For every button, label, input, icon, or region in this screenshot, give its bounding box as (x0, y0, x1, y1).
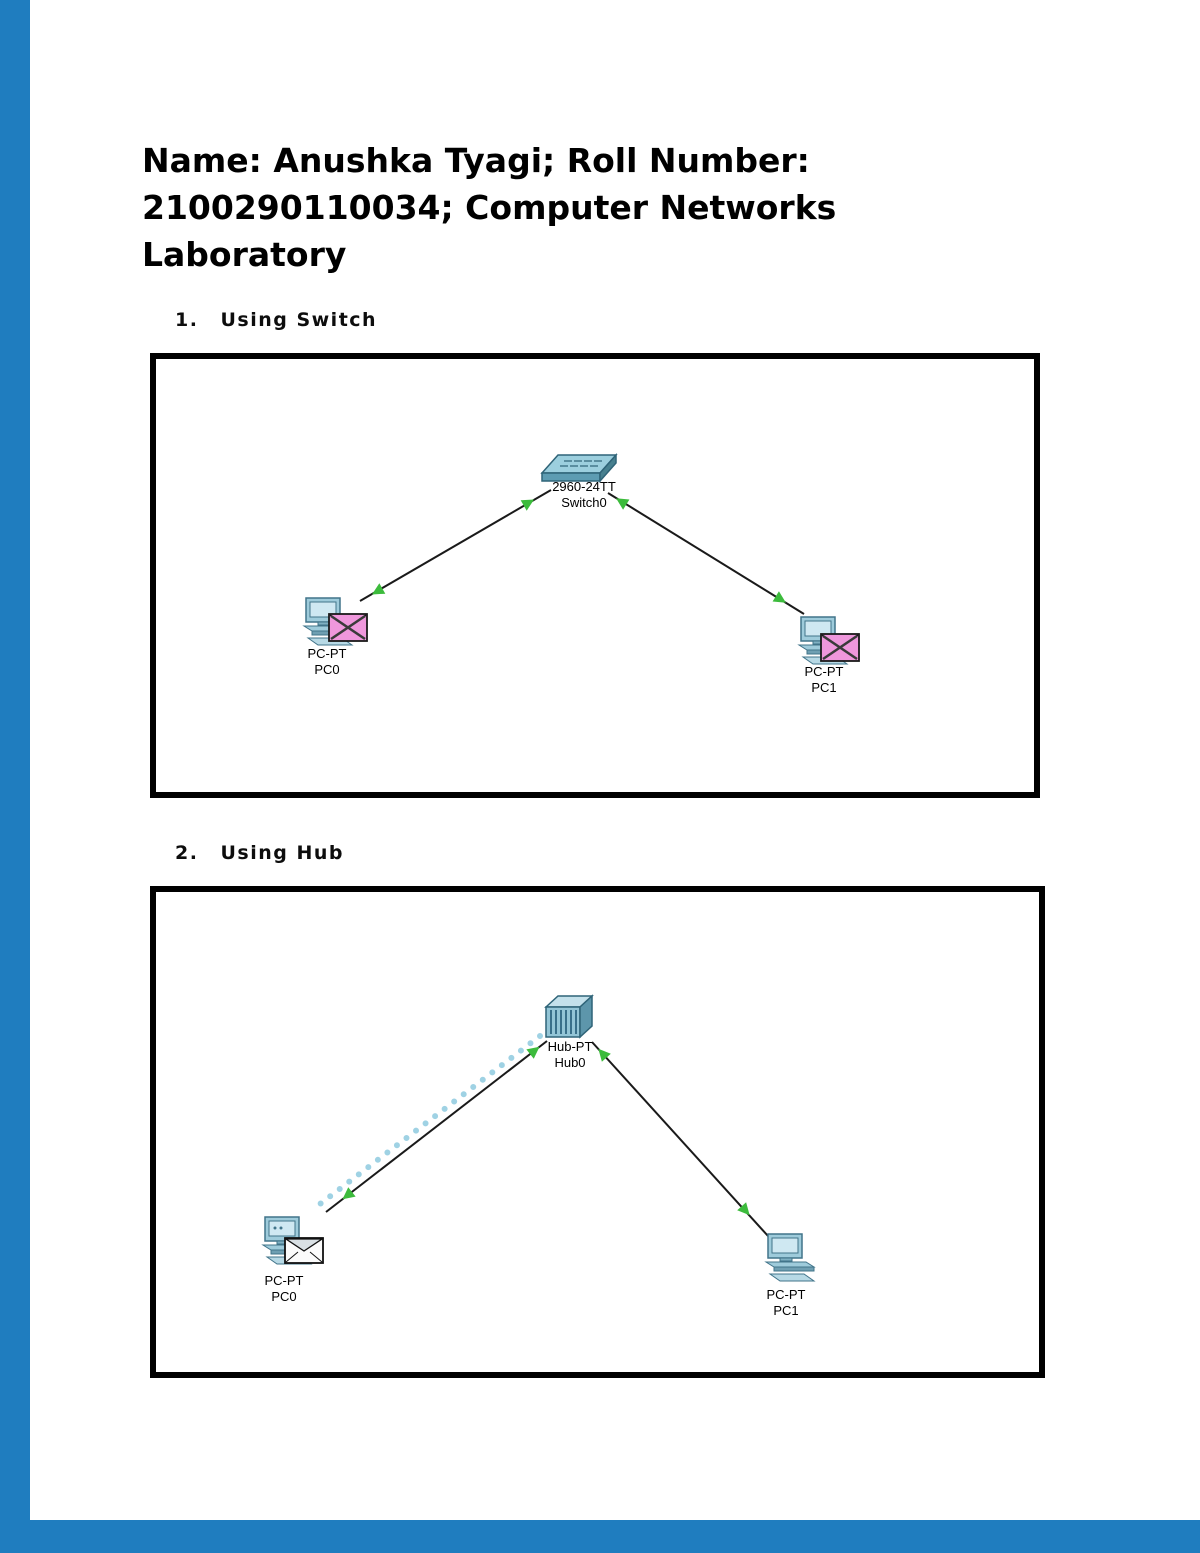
page-title-line: Name: Anushka Tyagi; Roll Number: (142, 141, 810, 180)
link-line-hub-pc1 (591, 1040, 769, 1237)
pc-name-label: PC1 (773, 1302, 799, 1318)
list-number: 2. (175, 841, 199, 864)
switch-label: 2960-24TT Switch0 (552, 479, 616, 511)
hub-label: Hub-PT Hub0 (548, 1039, 593, 1071)
hub-name-label: Hub0 (554, 1054, 586, 1070)
packet-trail-dots (317, 1032, 543, 1207)
pc-model-label: PC-PT (804, 663, 844, 679)
hub-model-label: Hub-PT (547, 1038, 593, 1054)
pdu-envelope-icon (284, 1236, 324, 1264)
pc-model-label: PC-PT (307, 645, 347, 661)
link-status-arrow (526, 1046, 540, 1059)
figure-hub-topology: Hub-PT Hub0 PC-PT PC0 PC-PT PC1 (150, 885, 1045, 1378)
document-content: Name: Anushka Tyagi; Roll Number: 210029… (142, 138, 1152, 1378)
section-label: Using Switch (220, 308, 378, 331)
pc0-label: PC-PT PC0 (265, 1273, 304, 1305)
figure-switch-topology: 2960-24TT Switch0 PC-PT PC0 PC-PT PC1 (150, 352, 1040, 798)
link-status-arrow (772, 590, 786, 603)
pc0-label: PC-PT PC0 (308, 646, 347, 678)
hub-icon (544, 993, 594, 1039)
link-status-arrow (616, 497, 630, 510)
list-number: 1. (175, 308, 199, 331)
switch-topology-canvas (359, 488, 805, 615)
link-status-arrow (737, 1201, 750, 1215)
switch-model-label: 2960-24TT (552, 478, 616, 494)
pc-model-label: PC-PT (766, 1286, 806, 1302)
section-label: Using Hub (220, 841, 344, 864)
pc-model-label: PC-PT (264, 1272, 304, 1288)
page-title-line: 2100290110034; Computer Networks (142, 187, 837, 227)
section-heading-using-switch: 1. Using Switch (175, 309, 1152, 331)
link-status-arrow (598, 1048, 611, 1062)
hub-topology-canvas (317, 1032, 769, 1237)
link-line-hub-pc0 (325, 1039, 548, 1213)
pc-name-label: PC0 (271, 1288, 297, 1304)
pc-icon (764, 1232, 816, 1282)
link-status-arrow (520, 499, 535, 511)
bottom-margin-stripe (0, 1520, 1200, 1553)
switch-name-label: Switch0 (561, 494, 607, 510)
link-status-arrow (371, 582, 386, 595)
pc-name-label: PC1 (811, 679, 837, 695)
pdu-envelope-failed-icon (328, 612, 368, 642)
switch-icon (540, 452, 618, 483)
section-heading-using-hub: 2. Using Hub (175, 842, 1152, 864)
left-margin-stripe (0, 0, 30, 1553)
link-line-switch-pc1 (607, 491, 805, 615)
link-line-switch-pc0 (359, 488, 552, 602)
pdu-envelope-failed-icon (820, 632, 860, 662)
page-title: Name: Anushka Tyagi; Roll Number: 210029… (142, 138, 1152, 279)
page-title-line: Laboratory (142, 234, 347, 274)
pc1-label: PC-PT PC1 (805, 664, 844, 696)
pc1-label: PC-PT PC1 (767, 1287, 806, 1319)
link-status-arrow (342, 1186, 356, 1199)
pc-name-label: PC0 (314, 661, 340, 677)
